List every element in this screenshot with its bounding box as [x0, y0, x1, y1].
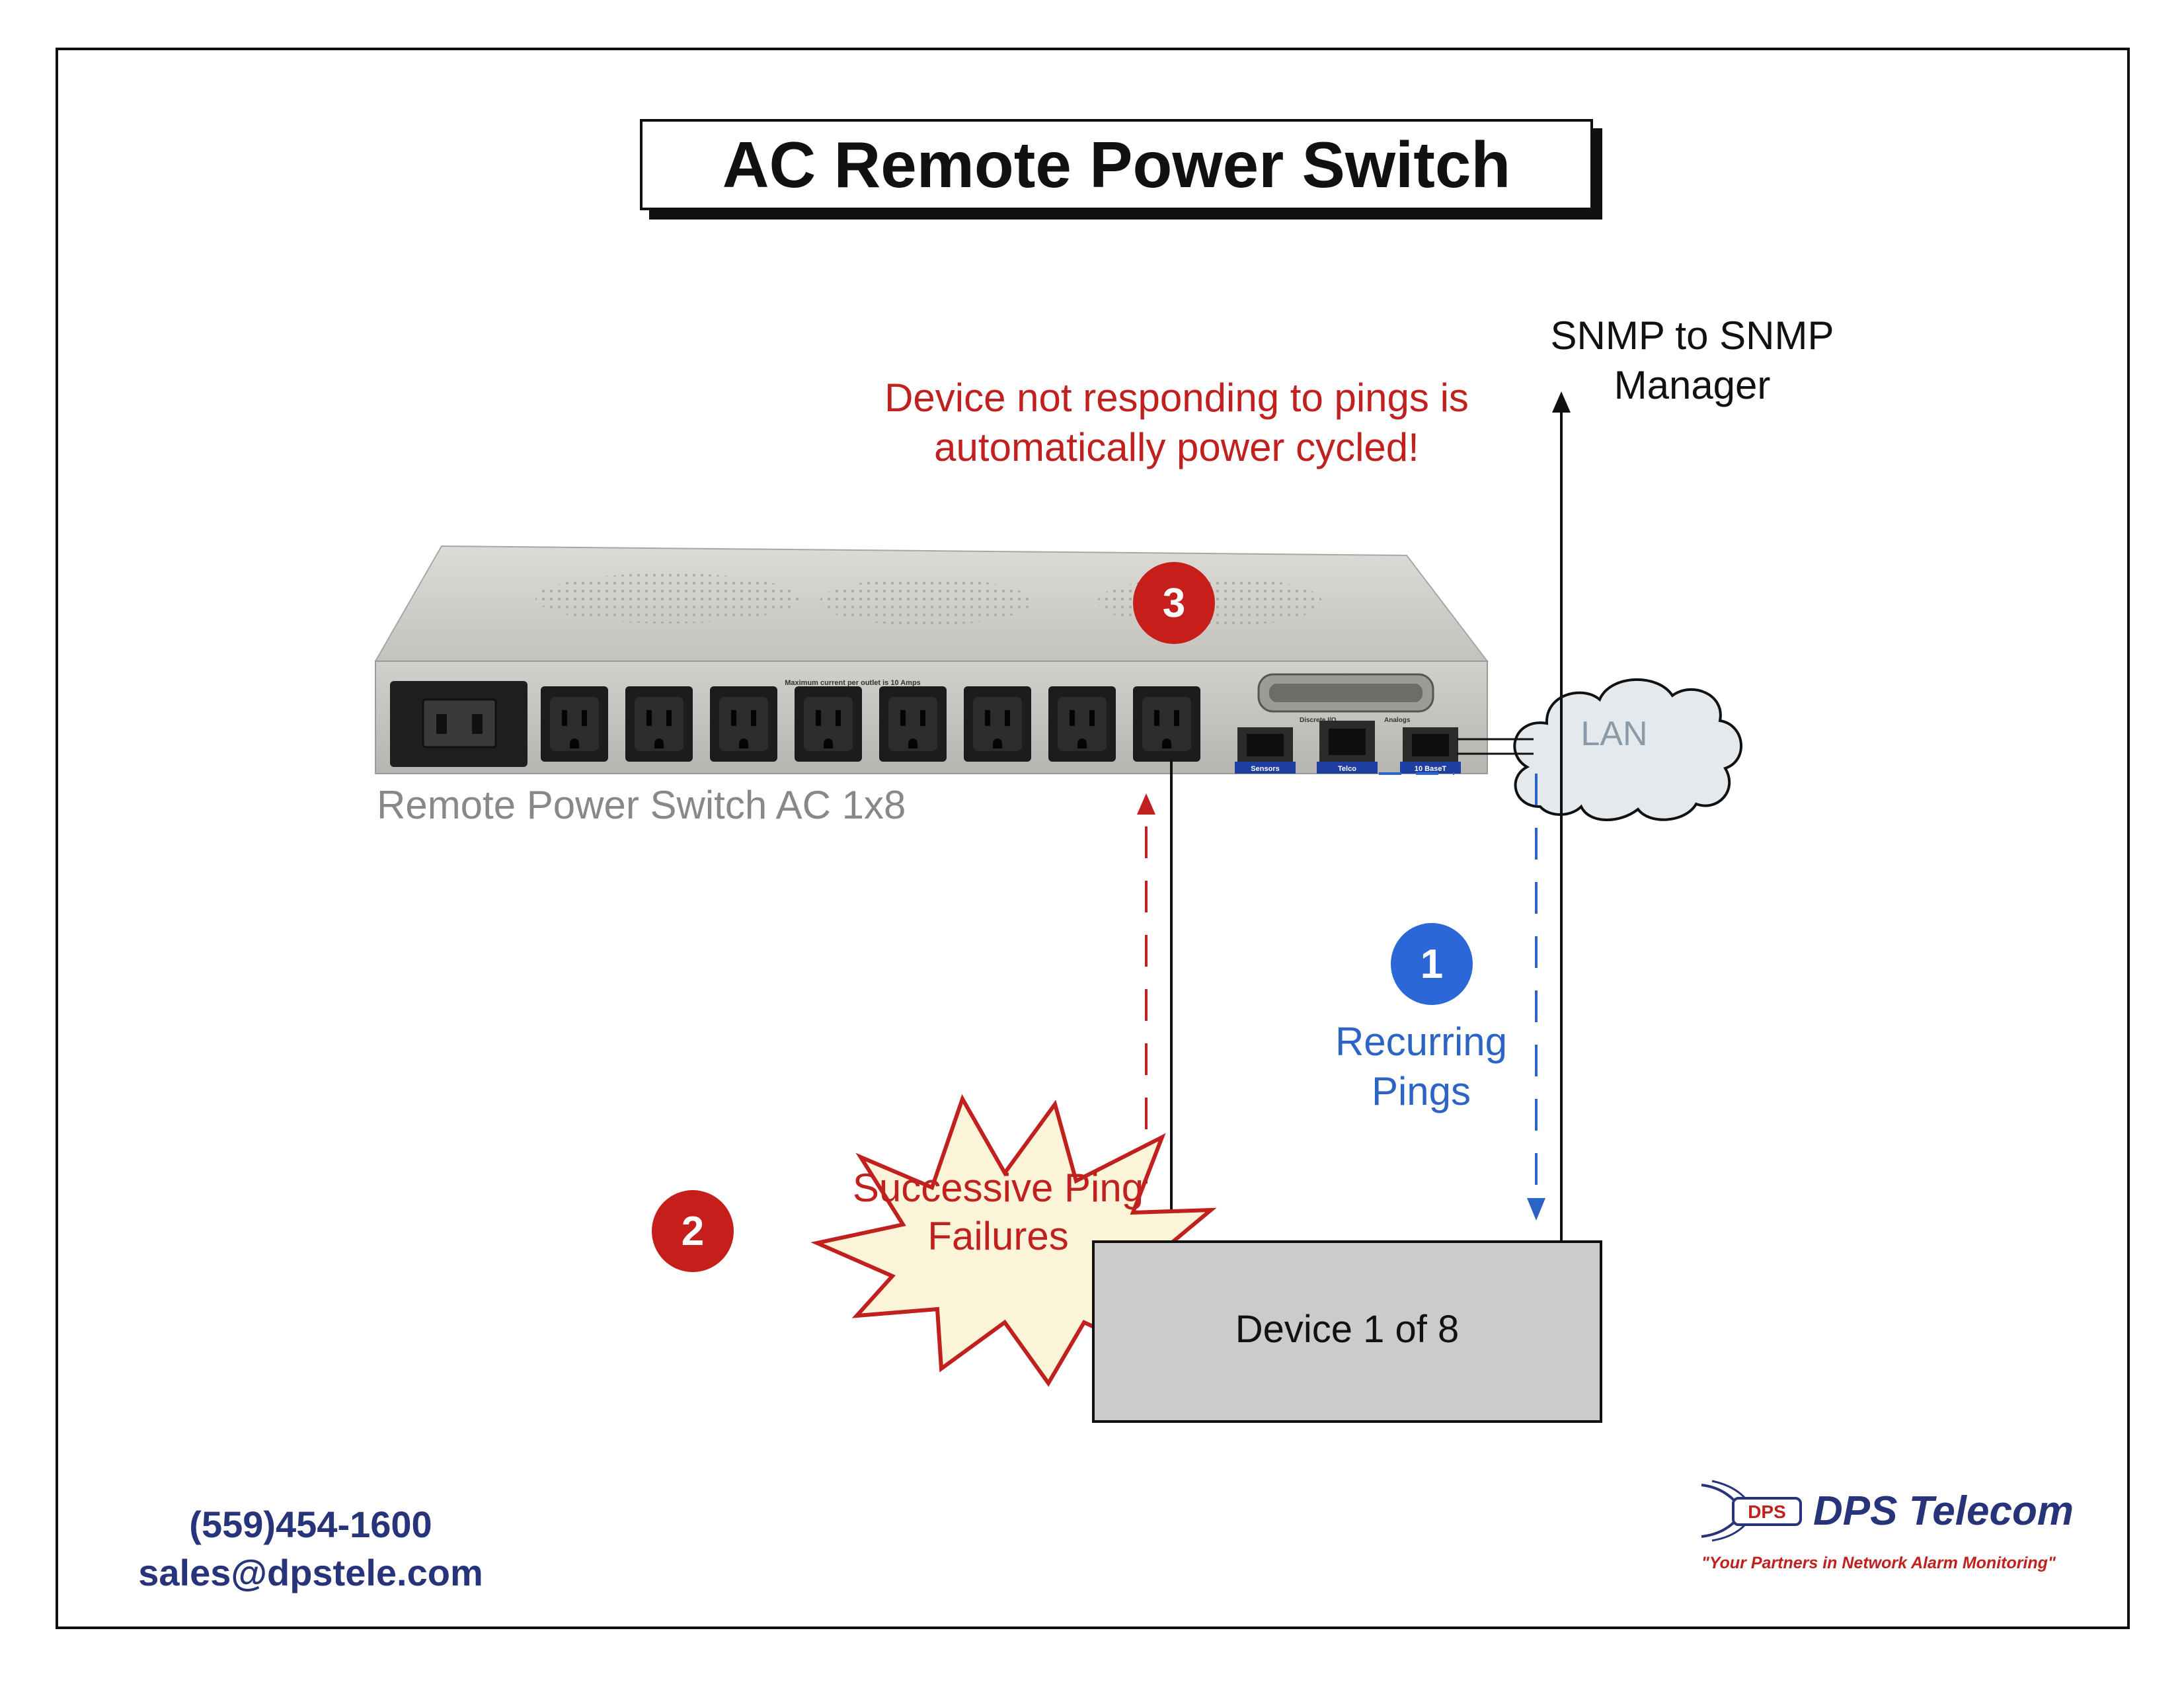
page-title: AC Remote Power Switch: [722, 128, 1511, 201]
step-badge-1: 1: [1391, 923, 1473, 1005]
recurring-pings-label: Recurring Pings: [1335, 1020, 1508, 1113]
ping-failures-label: Successive Ping Failures: [852, 1166, 1144, 1259]
vent-middle: [820, 578, 1031, 625]
vent-left: [535, 573, 800, 623]
diagram-frame: [56, 48, 2130, 1629]
dps-logo-mark-text: DPS: [1748, 1502, 1786, 1522]
power-inlet-pin: [436, 714, 447, 734]
step-badge-3: 3: [1133, 562, 1215, 644]
ping-arrowhead: [1527, 1198, 1545, 1221]
ac-outlet-7: [1048, 686, 1116, 762]
dps-logo: DPS DPS Telecom "Your Partners in Networ…: [1697, 1474, 2094, 1580]
power-cycle-arrowhead: [1137, 793, 1155, 815]
telco-port: Telco: [1317, 721, 1378, 774]
ac-outlet-3: [710, 686, 777, 762]
contact-block: (559)454-1600 sales@dpstele.com: [99, 1501, 522, 1597]
dps-logo-mark: DPS: [1701, 1480, 1802, 1542]
remote-power-switch-unit: Maximum current per outlet is 10 Amps Di…: [374, 545, 1489, 774]
discrete-io-pins: [1269, 684, 1423, 702]
ac-outlet-8: [1133, 686, 1200, 762]
target-device-box: Device 1 of 8: [1092, 1240, 1602, 1423]
ac-outlet-5: [879, 686, 947, 762]
dps-logo-tagline: "Your Partners in Network Alarm Monitori…: [1701, 1554, 2056, 1572]
title-box: AC Remote Power Switch: [640, 119, 1593, 210]
outlet-current-note: Maximum current per outlet is 10 Amps: [785, 679, 921, 687]
outlet-row: [541, 686, 1200, 762]
step-badge-2: 2: [652, 1190, 734, 1272]
network-port: 10 BaseT: [1400, 727, 1461, 774]
target-device-label: Device 1 of 8: [1235, 1307, 1460, 1351]
sensors-port: Sensors: [1235, 727, 1296, 774]
ac-outlet-1: [541, 686, 608, 762]
power-inlet-pin: [472, 714, 483, 734]
port-label-10baset: 10 BaseT: [1415, 765, 1447, 773]
ac-outlet-6: [964, 686, 1031, 762]
lan-label: LAN: [1580, 715, 1648, 753]
contact-phone: (559)454-1600: [189, 1504, 432, 1545]
snmp-arrowhead: [1552, 391, 1571, 413]
snmp-manager-label: SNMP to SNMP Manager: [1550, 313, 1834, 407]
device-model-label: Remote Power Switch AC 1x8: [377, 783, 906, 827]
connector-label-analogs: Analogs: [1384, 717, 1411, 724]
dps-logo-name: DPS Telecom: [1813, 1488, 2074, 1534]
port-label-sensors: Sensors: [1251, 765, 1279, 773]
ac-outlet-4: [795, 686, 862, 762]
power-inlet-socket: [422, 698, 497, 748]
port-label-telco: Telco: [1338, 765, 1356, 773]
contact-email: sales@dpstele.com: [138, 1551, 483, 1593]
power-cycle-note: Device not responding to pings is automa…: [884, 376, 1469, 469]
ac-outlet-2: [625, 686, 693, 762]
connector-label-discrete: Discrete I/O: [1300, 717, 1337, 724]
lan-cloud: [1513, 678, 1742, 821]
